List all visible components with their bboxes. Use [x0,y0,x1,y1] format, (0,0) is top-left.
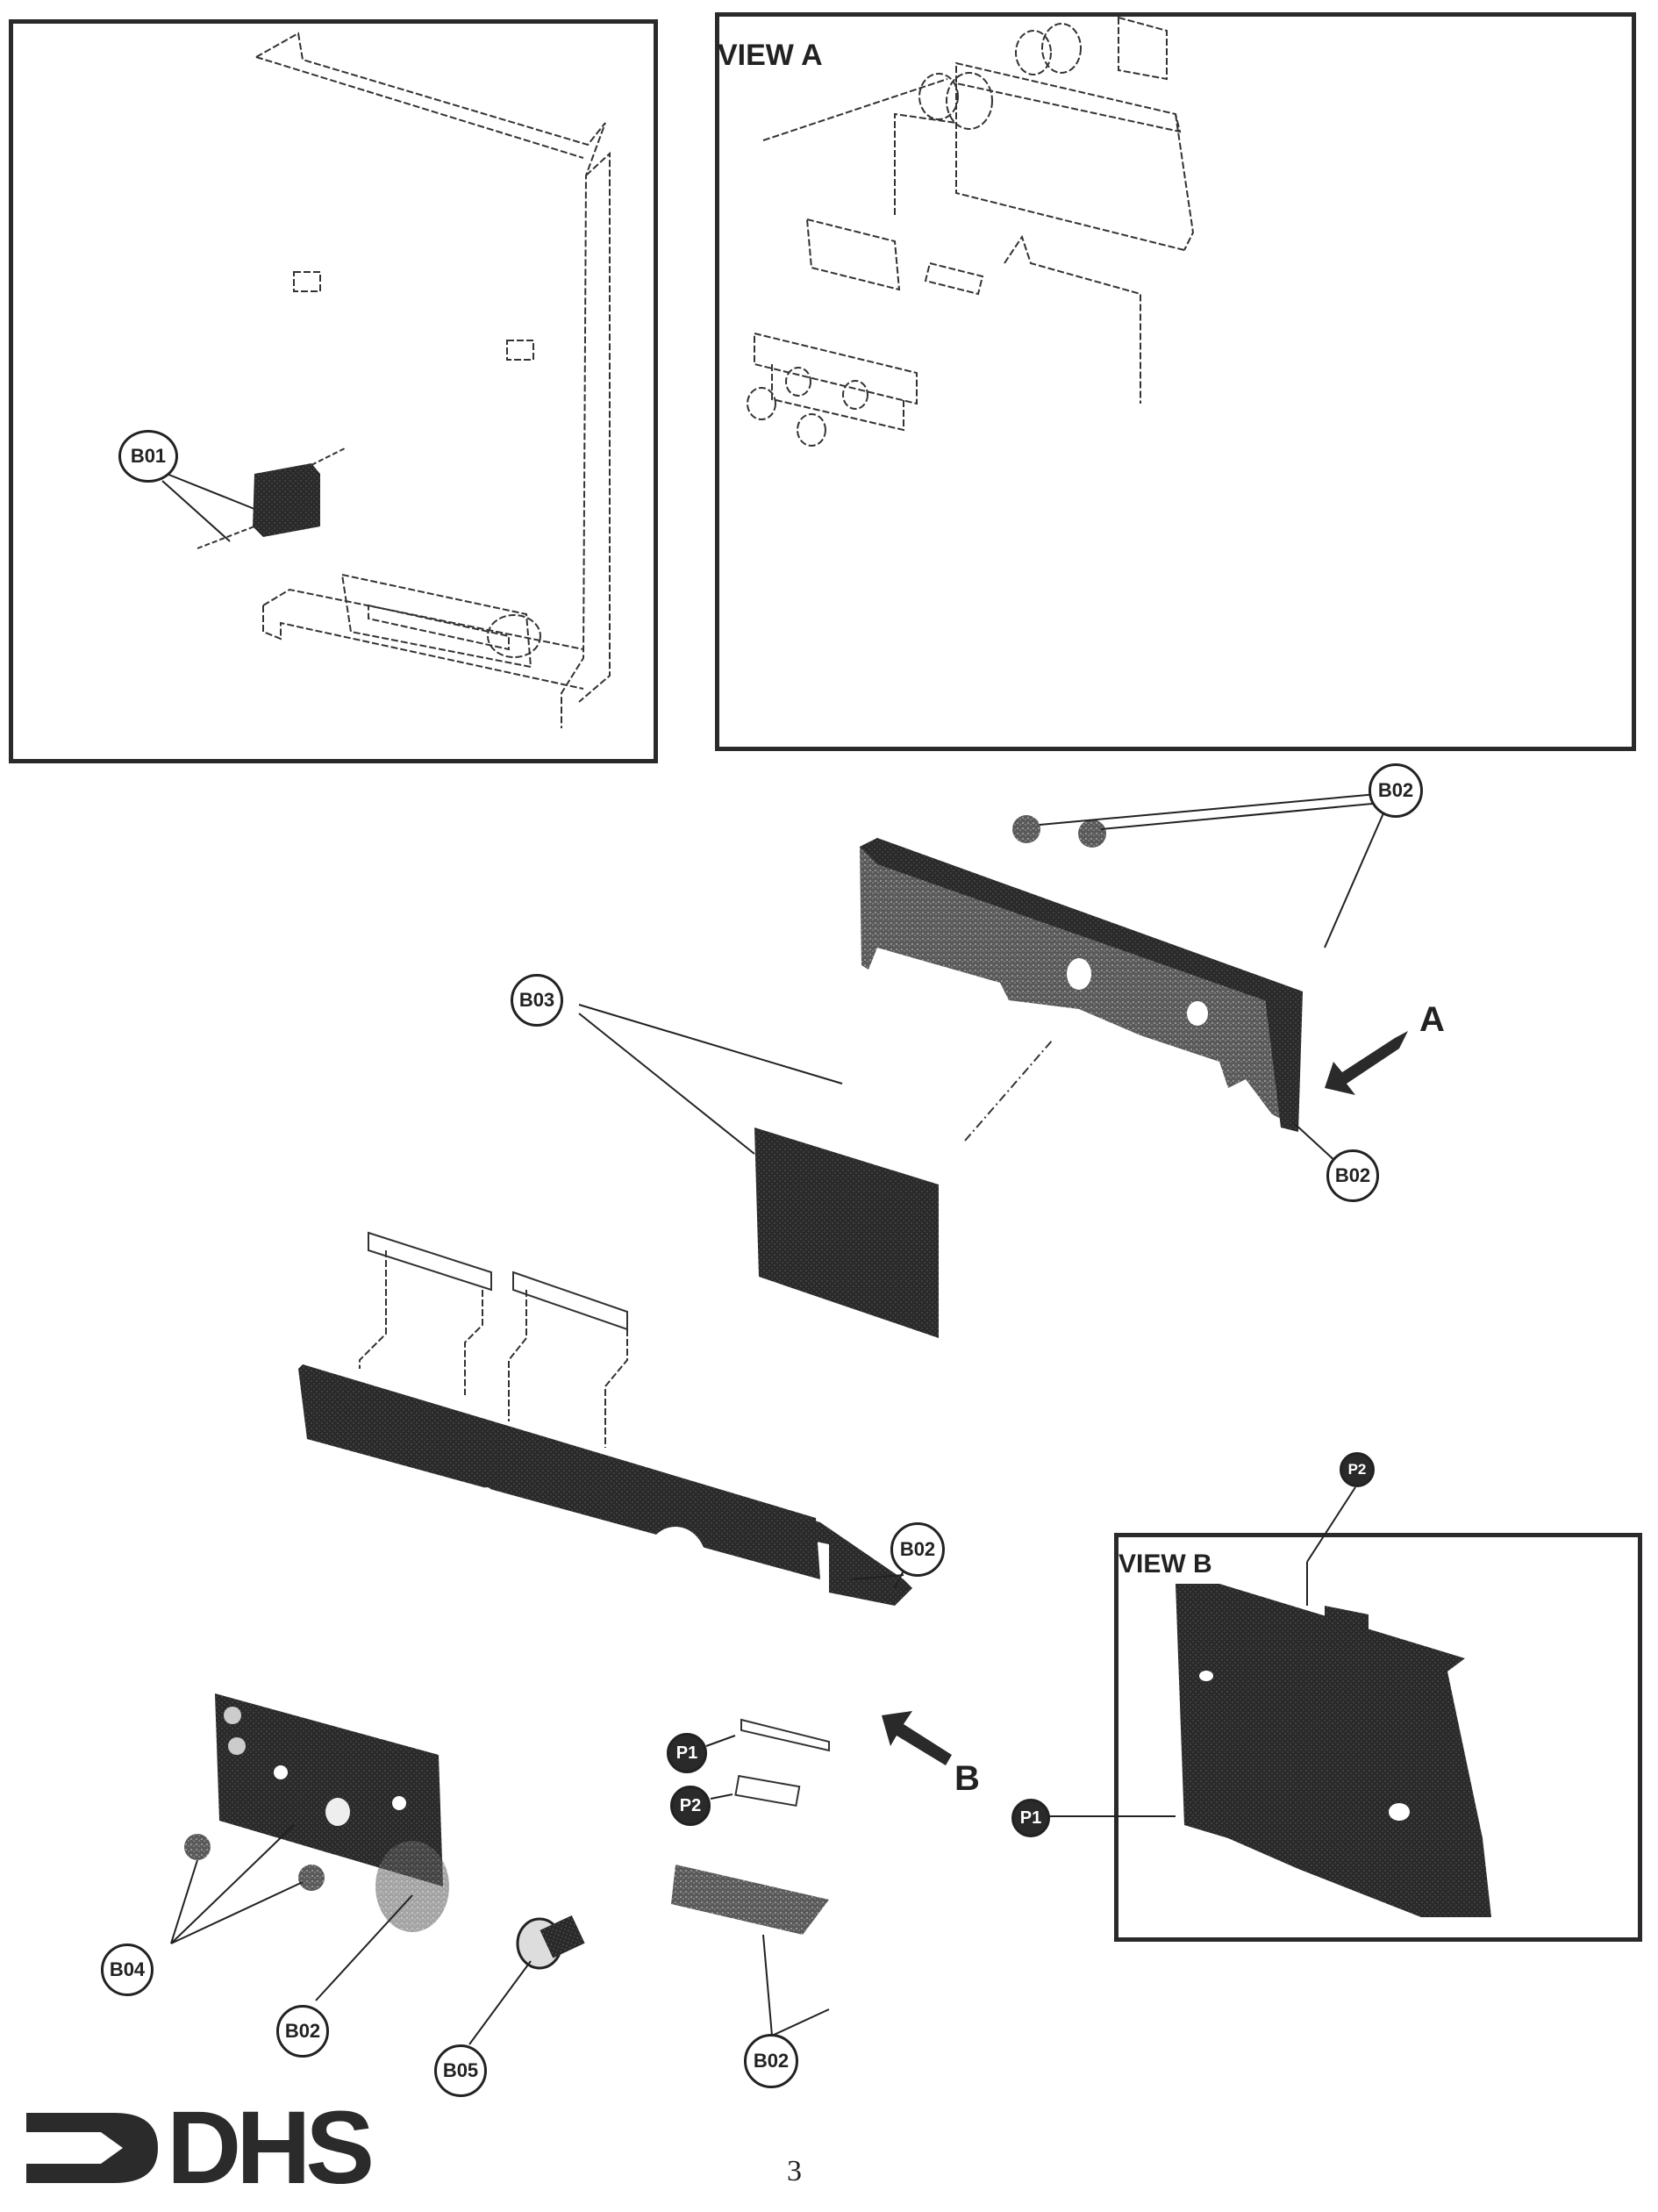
callout-p2-view-b: P2 [1340,1452,1375,1487]
part-knob-b02 [315,1841,449,2001]
view-a-label: VIEW A [718,39,823,72]
callout-b02-right: B02 [1326,1149,1379,1202]
callout-b02-bottom-left: B02 [276,2005,329,2058]
dhs-logo: DHS [18,2087,404,2209]
part-rear-housing [860,815,1303,1132]
view-b-label: VIEW B [1118,1550,1212,1578]
callout-b02-bottom: B02 [744,2034,798,2088]
callout-b04: B04 [101,1944,154,1996]
view-a-frame [715,12,1636,751]
part-p2-connector [710,1774,801,1808]
part-b03-pcb [578,1004,1054,1338]
callout-p1-view-b: P1 [1011,1799,1050,1837]
callout-b02-mid: B02 [890,1522,945,1577]
part-b05-thermostat [468,1915,585,2045]
part-p1-strip [705,1718,830,1752]
part-b01-relay [161,447,347,549]
view-a-drawing [747,16,1195,447]
view-b-drawing [1048,1486,1491,1917]
callout-b05: B05 [434,2044,487,2097]
dhs-arrow-icon [26,2113,158,2183]
dhs-logo-text: DHS [167,2090,375,2206]
cabinet-drawing [255,32,611,728]
callout-b03: B03 [511,974,563,1027]
callout-b01: B01 [118,430,178,483]
page-number: 3 [787,2155,802,2187]
part-cover-plate [671,1865,830,2037]
view-a-arrow [1325,1031,1408,1095]
callout-b02-top: B02 [1369,763,1423,818]
brackets [359,1231,628,1448]
callout-p2: P2 [670,1786,711,1826]
view-a-arrow-label: A [1419,1000,1445,1039]
cabinet-overview-frame [9,19,658,763]
part-front-panel [298,1364,912,1606]
callout-p1: P1 [667,1733,707,1773]
view-b-arrow-label: B [954,1759,980,1798]
part-control-panel [170,1693,443,1944]
view-b-arrow [882,1711,952,1765]
